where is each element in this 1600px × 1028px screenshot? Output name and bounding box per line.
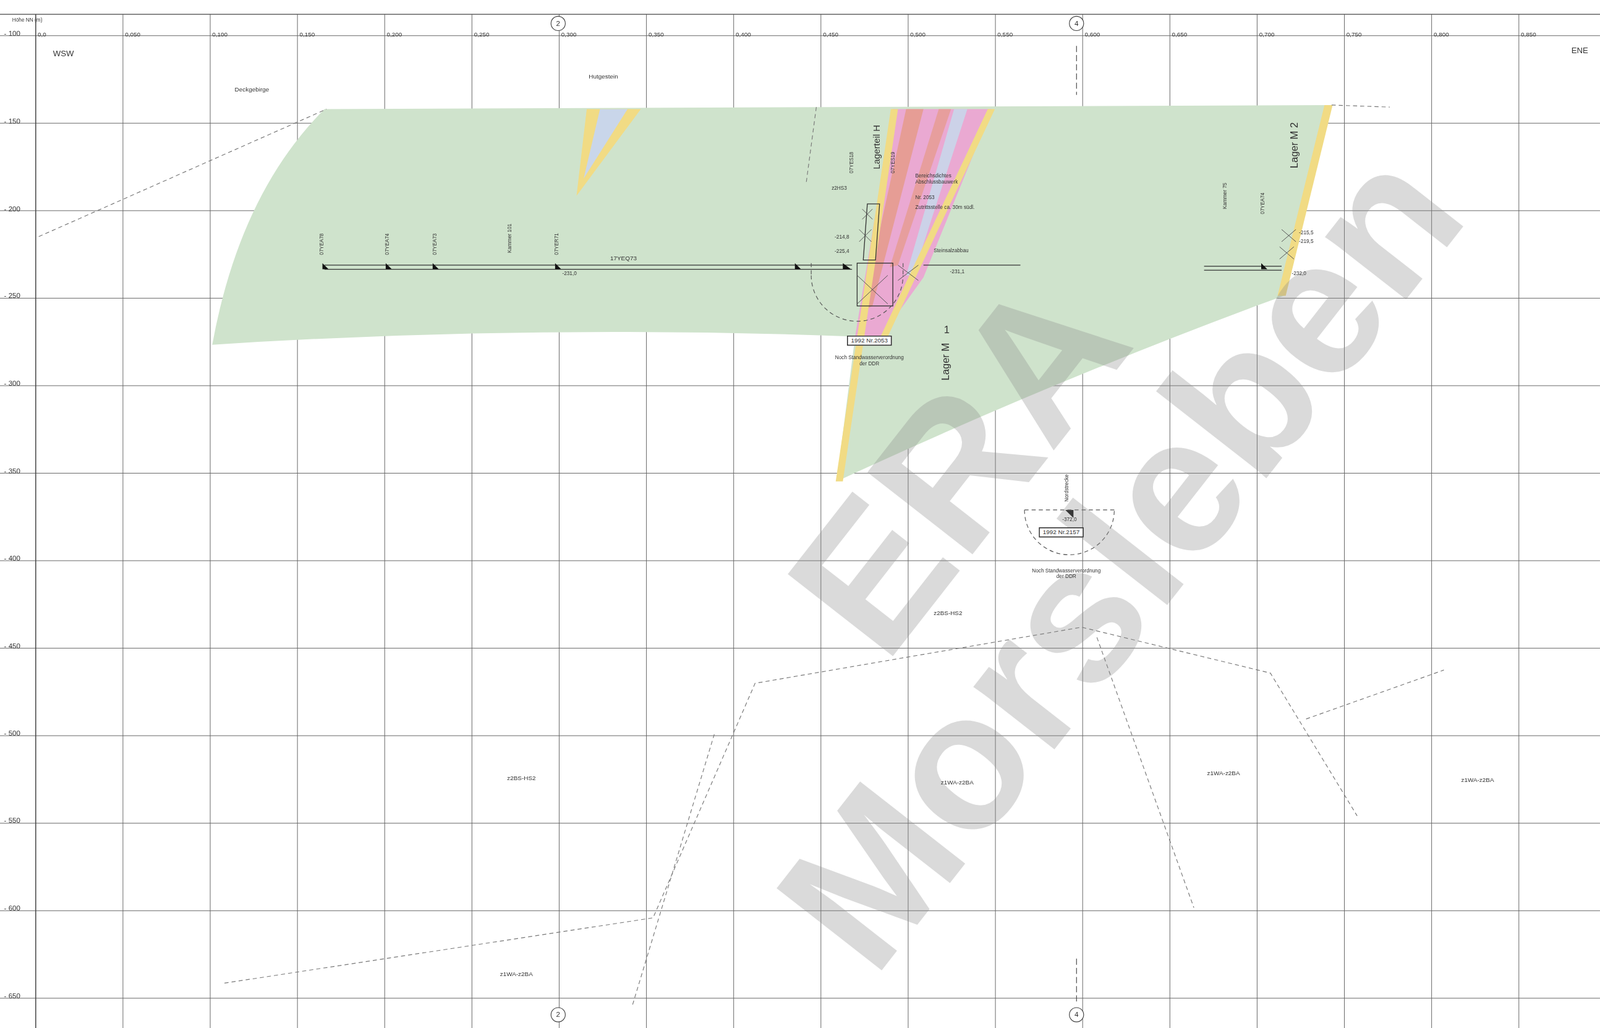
borehole: 07YER71: [553, 233, 560, 255]
bed-name: Lager M: [939, 343, 951, 381]
depth-label: - 650: [4, 992, 21, 1001]
gallery-name: Nordstrecke: [1063, 474, 1070, 502]
depth-label: - 300: [4, 379, 21, 388]
depth-label: - 350: [4, 467, 21, 476]
borehole: 07YEA73: [432, 233, 439, 256]
borehole: 07YES19: [890, 152, 897, 174]
distance-label: 0,300: [561, 31, 577, 39]
distance-label: 0,600: [1084, 31, 1100, 39]
elevation: -215,5: [1298, 230, 1314, 237]
distance-label: 0,700: [1259, 31, 1275, 39]
bed-name: Lagerteil H: [872, 124, 883, 170]
bed-name: 1: [944, 324, 950, 336]
grid-line: [122, 14, 124, 1028]
borehole: 17YEQ73: [610, 254, 637, 262]
seal-box: 1992 Nr.2157: [1038, 527, 1084, 538]
depth-label: - 200: [4, 204, 21, 213]
elevation: -231,0: [561, 271, 577, 277]
unit-label: z2HS3: [831, 185, 847, 192]
grid-line: [0, 997, 1600, 999]
grid-line: [1431, 14, 1432, 1028]
depth-label: - 400: [4, 554, 21, 563]
section-number: 2: [556, 1010, 561, 1019]
borehole: 07YEA74: [384, 233, 391, 256]
elevation: -219,5: [1298, 238, 1314, 245]
elevation: -231,1: [950, 269, 965, 276]
borehole: 07YEA74: [1259, 192, 1266, 215]
elevation: -225,4: [834, 249, 849, 255]
borehole: 07YEA78: [319, 233, 326, 256]
section-number: 4: [1074, 19, 1079, 28]
note: Noch Standwasserverordnung der DDR: [1031, 568, 1102, 580]
unit-label: Deckgebirge: [234, 86, 270, 94]
elevation: -232,0: [1292, 271, 1307, 277]
note: Noch Standwasserverordnung der DDR: [834, 354, 904, 366]
distance-label: 0,200: [387, 31, 403, 39]
wedge: [583, 109, 628, 179]
distance-label: 0,150: [299, 31, 315, 39]
seal-box: 1992 Nr.2053: [846, 335, 893, 346]
distance-label: 0,0: [37, 31, 47, 39]
unit-label: z1WA-z2BA: [940, 778, 974, 786]
distance-label: 0,450: [822, 31, 839, 39]
distance-label: 0,750: [1346, 31, 1362, 39]
elevation: -372,0: [1062, 516, 1077, 523]
unit-label: z2BS-HS2: [506, 775, 536, 783]
distance-label: 0,350: [648, 31, 664, 39]
elevation: -214,8: [834, 234, 849, 240]
seal-number: 1992 Nr.2053: [851, 337, 888, 344]
depth-label: - 500: [4, 729, 21, 738]
grid-line: [210, 14, 211, 1028]
seal-number: 1992 Nr.2157: [1042, 529, 1080, 536]
unit-label: z1WA-z2BA: [1461, 777, 1495, 784]
depth-label: - 250: [4, 291, 21, 300]
unit-label: z1WA-z2BA: [500, 971, 533, 979]
distance-label: 0,400: [735, 31, 752, 39]
unit-label: z1WA-z2BA: [1207, 770, 1241, 778]
grid-line: [35, 14, 36, 1028]
grid-line: [0, 13, 1600, 15]
section-number: 2: [556, 19, 561, 28]
grid-line: [0, 472, 1600, 474]
depth-label: - 150: [4, 116, 21, 125]
grid-line: [35, 14, 36, 1028]
depth-label: - 450: [4, 642, 21, 651]
direction: WSW: [53, 50, 75, 60]
note: Steinsalzabbau: [933, 247, 969, 254]
depth-label: - 550: [4, 817, 21, 826]
distance-label: 0,250: [474, 31, 490, 39]
distance-label: 0,500: [910, 31, 926, 39]
bed-name: Lager M 2: [1289, 122, 1301, 169]
borehole: 07YES18: [848, 152, 855, 174]
note: Nr. 2053: [914, 194, 935, 201]
grid-line: [1518, 14, 1520, 1028]
distance-label: 0,850: [1520, 31, 1537, 39]
distance-label: 0,550: [997, 31, 1013, 39]
chamber: Kammer 75: [1222, 182, 1228, 210]
distance-label: 0,800: [1433, 31, 1450, 39]
unit-label: Hutgestein: [588, 73, 618, 81]
section-number: 4: [1074, 1010, 1079, 1019]
distance-label: 0,050: [124, 31, 141, 39]
axis-title: Höhe NN (m): [12, 17, 43, 23]
chamber: Kammer 101: [506, 223, 513, 253]
grid-line: [1344, 14, 1345, 1028]
depth-label: - 100: [4, 29, 21, 38]
distance-label: 0,650: [1172, 31, 1188, 39]
note: Zutrittsstelle ca. 30m südl.: [914, 205, 975, 211]
unit-label: z2BS-HS2: [933, 610, 962, 618]
distance-label: 0,100: [212, 31, 228, 39]
direction: ENE: [1571, 46, 1589, 57]
note: Bereichsdichtes Abschlussbauwerk: [914, 173, 977, 185]
wedge: [576, 109, 642, 196]
grid: [0, 14, 1600, 1028]
depth-label: - 600: [4, 904, 21, 913]
